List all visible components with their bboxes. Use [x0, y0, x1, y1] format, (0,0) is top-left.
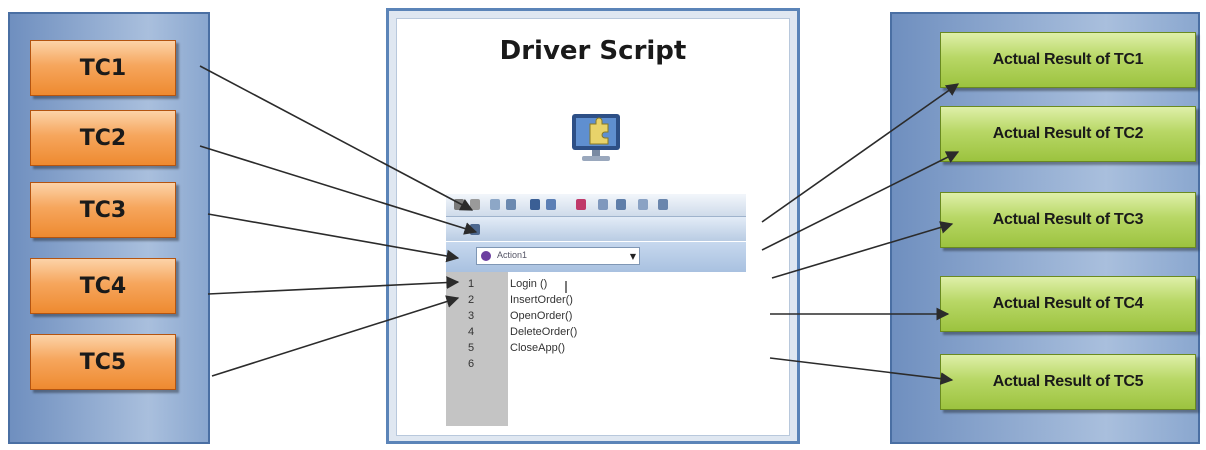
code-line: DeleteOrder(): [510, 326, 578, 338]
monitor-puzzle-icon: [572, 114, 620, 161]
editor-toolbar: [446, 194, 746, 217]
code-line: OpenOrder(): [510, 310, 573, 322]
toolbar-step-over-icon[interactable]: [616, 199, 626, 210]
toolbar-record-icon[interactable]: [546, 199, 556, 210]
line-number-gutter: 1 2 3 4 5 6: [446, 272, 508, 426]
line-number: 4: [468, 326, 475, 338]
tc-box-1: TC1: [30, 40, 176, 96]
toolbar-cut-icon[interactable]: [470, 199, 480, 210]
toolbar-stop-icon[interactable]: [658, 199, 668, 210]
toolbar-debug-icon[interactable]: [576, 199, 586, 210]
action-combo[interactable]: Action1 ▼: [476, 247, 640, 265]
editor-action-bar: Action1 ▼: [446, 242, 746, 272]
tc-box-4: TC4: [30, 258, 176, 314]
code-line: InsertOrder(): [510, 294, 573, 306]
result-box-2: Actual Result of TC2: [940, 106, 1196, 162]
toolbar-copy-icon[interactable]: [490, 199, 500, 210]
editor-view-icon[interactable]: [470, 224, 480, 235]
line-number: 5: [468, 342, 475, 354]
result-box-5: Actual Result of TC5: [940, 354, 1196, 410]
tc-box-2: TC2: [30, 110, 176, 166]
driver-script-title: Driver Script: [499, 36, 687, 66]
result-box-3: Actual Result of TC3: [940, 192, 1196, 248]
result-box-4: Actual Result of TC4: [940, 276, 1196, 332]
line-number: 1: [468, 278, 475, 290]
code-area[interactable]: [508, 272, 746, 426]
toolbar-save-icon[interactable]: [454, 199, 464, 210]
action-combo-value: Action1: [497, 250, 528, 260]
toolbar-step-icon[interactable]: [598, 199, 608, 210]
action-icon: [481, 251, 491, 261]
result-box-1: Actual Result of TC1: [940, 32, 1196, 88]
code-line: CloseApp(): [510, 342, 566, 354]
editor-secondary-bar: [446, 217, 746, 241]
code-editor: Action1 ▼ 1 2 3 4 5 6 Login () InsertOrd…: [446, 194, 746, 426]
tc-box-3: TC3: [30, 182, 176, 238]
toolbar-run-icon[interactable]: [530, 199, 540, 210]
toolbar-paste-icon[interactable]: [506, 199, 516, 210]
line-number: 3: [468, 310, 475, 322]
combo-dropdown-icon[interactable]: ▼: [629, 252, 636, 261]
line-number: 6: [468, 358, 475, 370]
toolbar-break-icon[interactable]: [638, 199, 648, 210]
tc-box-5: TC5: [30, 334, 176, 390]
code-line: Login (): [510, 278, 548, 290]
line-number: 2: [468, 294, 475, 306]
